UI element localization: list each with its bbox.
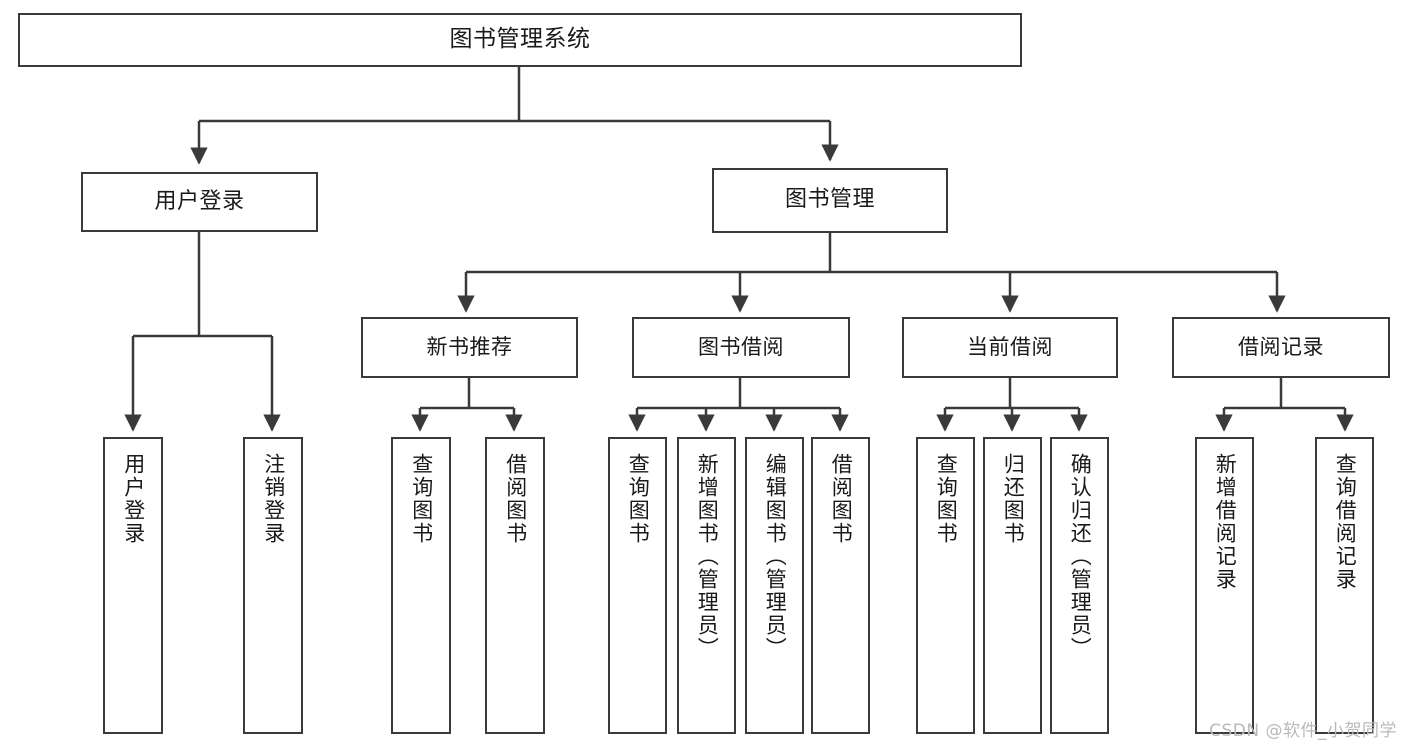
leaf-book-borrow-query[interactable]: 查询图书 [608, 437, 667, 734]
leaf-user-login-logout[interactable]: 注销登录 [243, 437, 303, 734]
leaf-borrow-record-query-label: 查询借阅记录 [1333, 453, 1358, 591]
leaf-current-borrow-return[interactable]: 归还图书 [983, 437, 1042, 734]
node-new-book-recommend-label: 新书推荐 [426, 335, 513, 360]
node-user-login-label: 用户登录 [154, 188, 245, 214]
leaf-borrow-record-add-label: 新增借阅记录 [1213, 453, 1238, 591]
leaf-borrow-record-query[interactable]: 查询借阅记录 [1315, 437, 1374, 734]
leaf-book-borrow-add[interactable]: 新增图书（管理员） [677, 437, 736, 734]
leaf-current-borrow-confirm-label: 确认归还（管理员） [1068, 453, 1093, 660]
node-new-book-recommend[interactable]: 新书推荐 [361, 317, 578, 378]
leaf-book-borrow-add-label: 新增图书（管理员） [695, 453, 720, 660]
leaf-user-login-logout-label: 注销登录 [261, 453, 286, 545]
node-borrow-record[interactable]: 借阅记录 [1172, 317, 1390, 378]
node-user-login[interactable]: 用户登录 [81, 172, 318, 232]
leaf-borrow-record-add[interactable]: 新增借阅记录 [1195, 437, 1254, 734]
leaf-book-borrow-edit[interactable]: 编辑图书（管理员） [745, 437, 804, 734]
leaf-book-borrow-borrow[interactable]: 借阅图书 [811, 437, 870, 734]
node-book-management-label: 图书管理 [784, 187, 875, 213]
leaf-new-book-query[interactable]: 查询图书 [391, 437, 451, 734]
leaf-book-borrow-edit-label: 编辑图书（管理员） [763, 453, 788, 660]
node-root[interactable]: 图书管理系统 [18, 13, 1022, 67]
leaf-book-borrow-query-label: 查询图书 [626, 453, 651, 545]
leaf-current-borrow-return-label: 归还图书 [1001, 453, 1026, 545]
leaf-new-book-borrow[interactable]: 借阅图书 [485, 437, 545, 734]
leaf-user-login-login-label: 用户登录 [121, 453, 146, 545]
node-current-borrow-label: 当前借阅 [967, 335, 1053, 360]
node-borrow-record-label: 借阅记录 [1238, 335, 1324, 360]
leaf-book-borrow-borrow-label: 借阅图书 [829, 453, 854, 545]
leaf-current-borrow-query-label: 查询图书 [934, 453, 959, 545]
leaf-new-book-query-label: 查询图书 [409, 453, 434, 545]
node-current-borrow[interactable]: 当前借阅 [902, 317, 1118, 378]
node-book-borrow[interactable]: 图书借阅 [632, 317, 850, 378]
node-root-label: 图书管理系统 [449, 26, 591, 53]
node-book-borrow-label: 图书借阅 [698, 335, 784, 360]
leaf-current-borrow-confirm[interactable]: 确认归还（管理员） [1050, 437, 1109, 734]
watermark: CSDN @软件_小贺同学 [1209, 721, 1397, 741]
leaf-current-borrow-query[interactable]: 查询图书 [916, 437, 975, 734]
node-book-management[interactable]: 图书管理 [712, 168, 948, 233]
leaf-user-login-login[interactable]: 用户登录 [103, 437, 163, 734]
leaf-new-book-borrow-label: 借阅图书 [503, 453, 528, 545]
